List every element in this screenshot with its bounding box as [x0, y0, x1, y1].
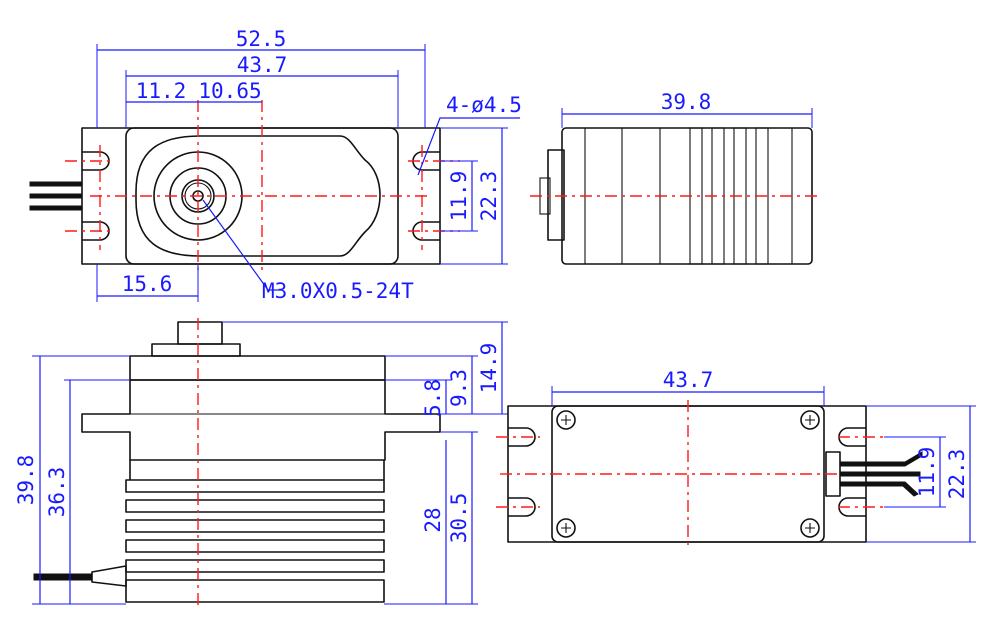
dim-top-thread: M3.0X0.5-24T	[262, 279, 414, 303]
dim-top-shaft-offset: 15.6	[122, 272, 173, 296]
dim-top-holes: 4-ø4.5	[446, 93, 522, 117]
dim-side-total-height: 39.8	[14, 455, 38, 506]
top-view: 52.5 43.7 11.2 10.65 4-ø4.5 11.9 22.3 15…	[29, 27, 522, 303]
dim-side-lower-height: 30.5	[447, 493, 471, 544]
side-view-gear-cap	[151, 343, 241, 357]
dim-end-length: 39.8	[661, 90, 712, 114]
side-view: 39.8 36.3 14.9 9.3 5.8 30.5 28	[14, 318, 508, 605]
bottom-view-screws	[556, 410, 820, 538]
dim-top-offset-a: 11.2	[136, 79, 187, 103]
end-view-spline-hub	[547, 149, 565, 241]
dim-side-lower-body: 28	[421, 507, 445, 532]
top-view-wires	[29, 181, 83, 211]
bottom-view-wires	[839, 451, 923, 497]
dim-bottom-height: 22.3	[945, 449, 969, 500]
side-view-spline	[177, 321, 223, 345]
dim-bottom-width-body: 43.7	[663, 368, 714, 392]
side-view-cable-boot	[91, 565, 127, 587]
side-view-fins	[125, 479, 385, 603]
side-view-wire	[33, 573, 93, 581]
dim-top-width-body: 43.7	[237, 53, 288, 77]
dim-side-flange-thickness: 5.8	[421, 379, 445, 417]
side-view-top-cover	[129, 355, 386, 381]
dim-side-spline-height: 14.9	[477, 343, 501, 394]
dim-bottom-hole-spacing: 11.9	[915, 447, 939, 498]
side-view-flange-section	[81, 379, 441, 461]
leader-thread	[202, 199, 282, 291]
dim-top-width-overall: 52.5	[236, 27, 287, 51]
leader-holes	[417, 117, 520, 176]
end-view: 39.8	[530, 90, 820, 265]
dim-top-offset-b: 10.65	[198, 79, 261, 103]
dim-side-height-to-flange: 36.3	[45, 467, 69, 518]
dim-side-top-to-flange: 9.3	[447, 369, 471, 407]
dim-top-height: 22.3	[477, 171, 501, 222]
bottom-view: 43.7 11.9 22.3	[496, 368, 976, 548]
bottom-view-ear-slot	[508, 427, 536, 447]
bottom-view-ear-slot	[508, 497, 536, 517]
dim-top-hole-spacing: 11.9	[447, 171, 471, 222]
top-view-cover	[135, 135, 381, 257]
